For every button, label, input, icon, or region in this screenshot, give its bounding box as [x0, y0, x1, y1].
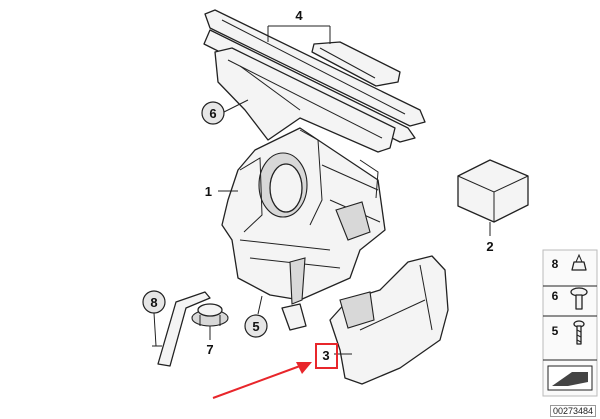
part-6-seal — [214, 47, 396, 153]
leader-8 — [153, 312, 157, 347]
callout-4: 4 — [295, 8, 303, 23]
legend-item-6-label: 6 — [552, 289, 559, 303]
callout-7: 7 — [206, 342, 213, 357]
part-3-duct — [329, 255, 449, 385]
highlight-box-3 — [315, 343, 338, 369]
legend-item-8-label: 8 — [552, 257, 559, 271]
callout-6: 6 — [209, 106, 216, 121]
callout-2: 2 — [486, 239, 493, 254]
callout-1: 1 — [205, 184, 212, 199]
part-2-box — [457, 159, 529, 223]
callout-8: 8 — [150, 295, 157, 310]
red-arrow-icon — [212, 362, 312, 399]
legend-item-5-label: 5 — [552, 324, 559, 338]
callout-bubble-5 — [244, 314, 268, 338]
clip-nut-icon — [571, 253, 587, 271]
orientation-arrow-icon — [547, 365, 593, 391]
part-5-bracket — [281, 303, 307, 331]
document-number: 00273484 — [549, 405, 596, 417]
screw-washer-icon — [570, 287, 588, 310]
leader-6 — [223, 99, 249, 113]
leader-5 — [257, 295, 263, 315]
screw-icon — [573, 320, 585, 345]
callout-3: 3 — [322, 348, 329, 363]
part-1-housing — [221, 127, 386, 305]
callout-5: 5 — [252, 319, 259, 334]
callout-bubble-6 — [201, 101, 225, 125]
part-7-clip — [157, 291, 229, 367]
